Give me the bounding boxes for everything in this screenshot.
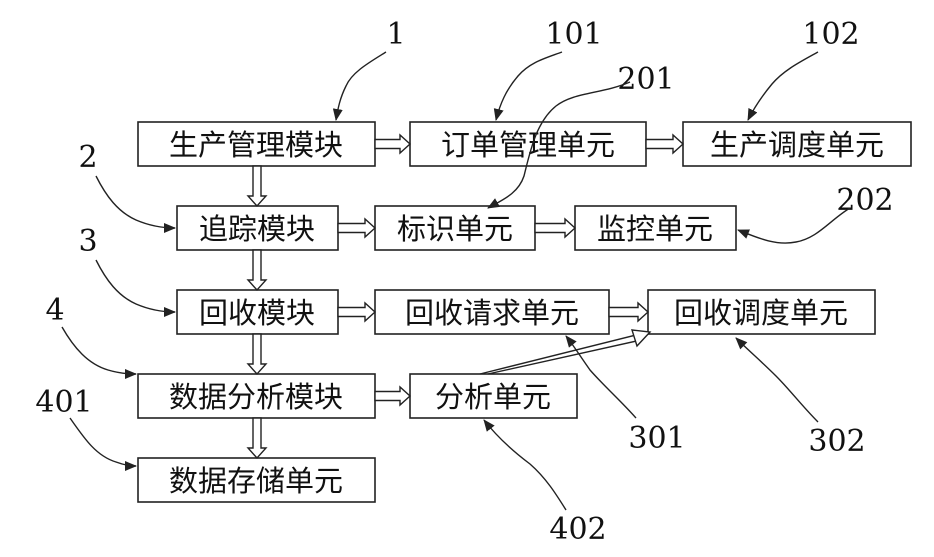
box-identification-unit: 标识单元 (375, 206, 535, 250)
box-production-management-module: 生产管理模块 (138, 122, 375, 166)
arrow-analysis-to-recycle-scheduling (480, 330, 650, 374)
recycling-module-label: 回收模块 (199, 296, 315, 330)
leader-line-recycling (96, 260, 175, 312)
arrow-production-to-order (375, 135, 410, 153)
arrow-recycling-to-data-analysis (248, 334, 266, 374)
box-recycle-scheduling-unit: 回收调度单元 (648, 290, 875, 334)
box-recycling-module: 回收模块 (177, 290, 338, 334)
production-management-module-label: 生产管理模块 (169, 128, 343, 162)
box-recycle-request-unit: 回收请求单元 (375, 290, 609, 334)
leader-line-production-management (336, 52, 386, 120)
ref-numeral-order-management: 101 (545, 17, 602, 52)
ref-numeral-recycle-scheduling: 302 (808, 424, 865, 459)
box-data-analysis-module: 数据分析模块 (138, 374, 375, 418)
tracking-module-label: 追踪模块 (199, 212, 315, 246)
arrow-production-to-tracking (248, 166, 266, 206)
box-analysis-unit: 分析单元 (410, 374, 577, 418)
ref-numeral-production-scheduling: 102 (802, 17, 859, 52)
arrow-identification-to-monitoring (535, 219, 575, 237)
arrow-tracking-to-identification (338, 219, 375, 237)
ref-numeral-analysis: 402 (549, 512, 606, 547)
box-production-scheduling-unit: 生产调度单元 (683, 122, 911, 166)
data-storage-unit-label: 数据存储单元 (169, 464, 343, 498)
ref-numeral-tracking: 2 (78, 140, 97, 175)
monitoring-unit-label: 监控单元 (597, 212, 713, 246)
arrow-order-to-scheduling (646, 135, 683, 153)
leader-line-data-analysis (62, 327, 136, 374)
arrow-data-analysis-to-storage (248, 418, 266, 458)
identification-unit-label: 标识单元 (397, 212, 513, 246)
ref-numeral-recycle-request: 301 (628, 421, 685, 456)
leader-line-recycle-scheduling (736, 338, 818, 422)
ref-numeral-identification: 201 (617, 62, 674, 97)
data-analysis-module-label: 数据分析模块 (169, 380, 343, 414)
ref-numeral-monitoring: 202 (836, 183, 893, 218)
arrow-recycling-to-request (338, 303, 375, 321)
leader-line-monitoring (738, 208, 850, 243)
production-scheduling-unit-label: 生产调度单元 (710, 128, 884, 162)
recycle-request-unit-label: 回收请求单元 (405, 296, 579, 330)
ref-numeral-data-storage: 401 (35, 385, 92, 420)
arrow-tracking-to-recycling (248, 250, 266, 290)
arrow-request-to-scheduling (609, 303, 648, 321)
box-data-storage-unit: 数据存储单元 (138, 458, 375, 502)
recycle-scheduling-unit-label: 回收调度单元 (674, 296, 848, 330)
box-tracking-module: 追踪模块 (177, 206, 338, 250)
leader-line-data-storage (70, 418, 136, 466)
leader-line-tracking (96, 176, 175, 228)
order-management-unit-label: 订单管理单元 (441, 128, 615, 162)
ref-numeral-recycling: 3 (78, 224, 97, 259)
leader-line-analysis (484, 420, 566, 510)
ref-numeral-production-management: 1 (386, 17, 405, 52)
analysis-unit-label: 分析单元 (435, 380, 551, 414)
box-monitoring-unit: 监控单元 (575, 206, 736, 250)
ref-numeral-data-analysis: 4 (45, 293, 64, 328)
arrow-data-analysis-to-analysis (375, 387, 410, 405)
leader-line-production-scheduling (748, 52, 818, 120)
